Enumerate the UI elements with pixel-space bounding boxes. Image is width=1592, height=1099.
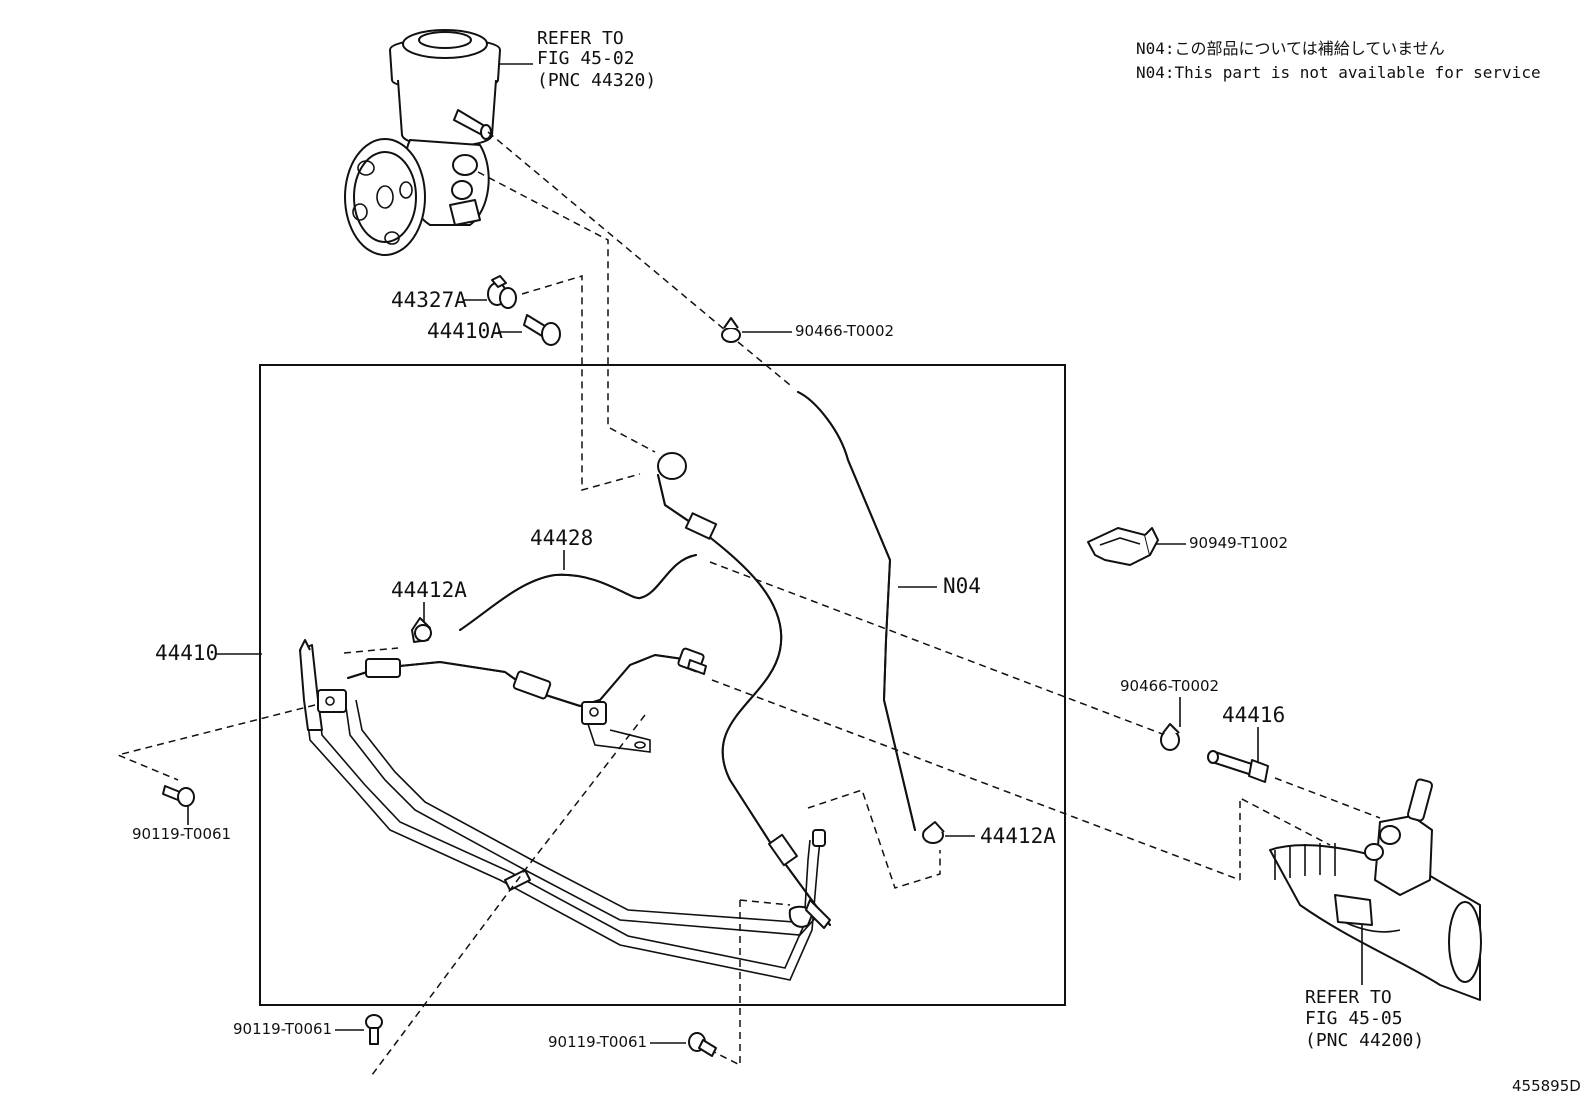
guide-bolt-bottom-mid bbox=[699, 899, 791, 1067]
label-44416: 44416 bbox=[1222, 703, 1285, 727]
clamp-90949-icon bbox=[1087, 527, 1159, 566]
note-jp: N04:この部品については補給していません bbox=[1136, 39, 1445, 58]
label-44410a: 44410A bbox=[427, 319, 503, 343]
label-44428: 44428 bbox=[530, 526, 593, 550]
guide-bolt-bottom-left bbox=[371, 714, 646, 1076]
union-44416-icon bbox=[1207, 750, 1269, 783]
pump-refer-line1: REFER TO bbox=[537, 28, 624, 49]
clamp-44412a-left-icon bbox=[411, 617, 432, 643]
clamp-44412a-right-icon bbox=[922, 821, 945, 844]
label-90466-top: 90466-T0002 bbox=[795, 322, 894, 340]
label-90119-bottom-left: 90119-T0061 bbox=[233, 1020, 332, 1038]
guide-gear-bracket bbox=[1239, 796, 1331, 880]
gear-refer-line1: REFER TO bbox=[1305, 987, 1392, 1008]
hose-44428 bbox=[459, 554, 697, 631]
hose-clip-90466-right-icon bbox=[1160, 723, 1180, 751]
power-steering-pump-illustration bbox=[344, 29, 501, 256]
guide-return-to-gear bbox=[709, 561, 1166, 736]
guide-pump-return bbox=[487, 131, 791, 386]
guide-pressure-to-gear bbox=[711, 679, 1241, 881]
pressure-feed-hose bbox=[657, 452, 831, 926]
return-hose-n04 bbox=[797, 391, 916, 831]
label-44412a-right: 44412A bbox=[980, 824, 1056, 848]
label-n04: N04 bbox=[943, 574, 981, 598]
hose-clip-90466-top-icon bbox=[721, 317, 741, 343]
label-90466-right: 90466-T0002 bbox=[1120, 677, 1219, 695]
label-90119-bottom-mid: 90119-T0061 bbox=[548, 1033, 647, 1051]
gear-refer-line3: (PNC 44200) bbox=[1305, 1030, 1424, 1051]
steel-pipe-lines bbox=[299, 639, 831, 981]
label-90119-left: 90119-T0061 bbox=[132, 825, 231, 843]
guide-pump-pressure bbox=[477, 171, 656, 453]
gear-refer-line2: FIG 45-05 bbox=[1305, 1008, 1403, 1029]
bolt-90119-left-icon bbox=[162, 785, 195, 807]
steering-gear-illustration bbox=[1269, 778, 1482, 1001]
bolt-90119-bottom-left-icon bbox=[365, 1014, 383, 1045]
guide-union-bolt bbox=[521, 274, 641, 491]
guide-right-clamp bbox=[807, 789, 941, 889]
label-44410: 44410 bbox=[155, 641, 218, 665]
pump-refer-line3: (PNC 44320) bbox=[537, 70, 656, 91]
guide-bolt-left bbox=[115, 647, 399, 781]
guide-union-to-gear bbox=[1274, 777, 1381, 819]
label-90949: 90949-T1002 bbox=[1189, 534, 1288, 552]
gasket-44327a-icon bbox=[487, 275, 517, 309]
label-44412a-left: 44412A bbox=[391, 578, 467, 602]
figure-code: 455895D bbox=[1512, 1077, 1581, 1095]
parts-assembly-frame bbox=[259, 364, 1066, 1006]
label-44327a: 44327A bbox=[391, 288, 467, 312]
bolt-90119-bottom-mid-icon bbox=[688, 1032, 717, 1057]
pump-refer-line2: FIG 45-02 bbox=[537, 48, 635, 69]
union-bolt-44410a-icon bbox=[523, 314, 561, 346]
note-en: N04:This part is not available for servi… bbox=[1136, 63, 1541, 82]
